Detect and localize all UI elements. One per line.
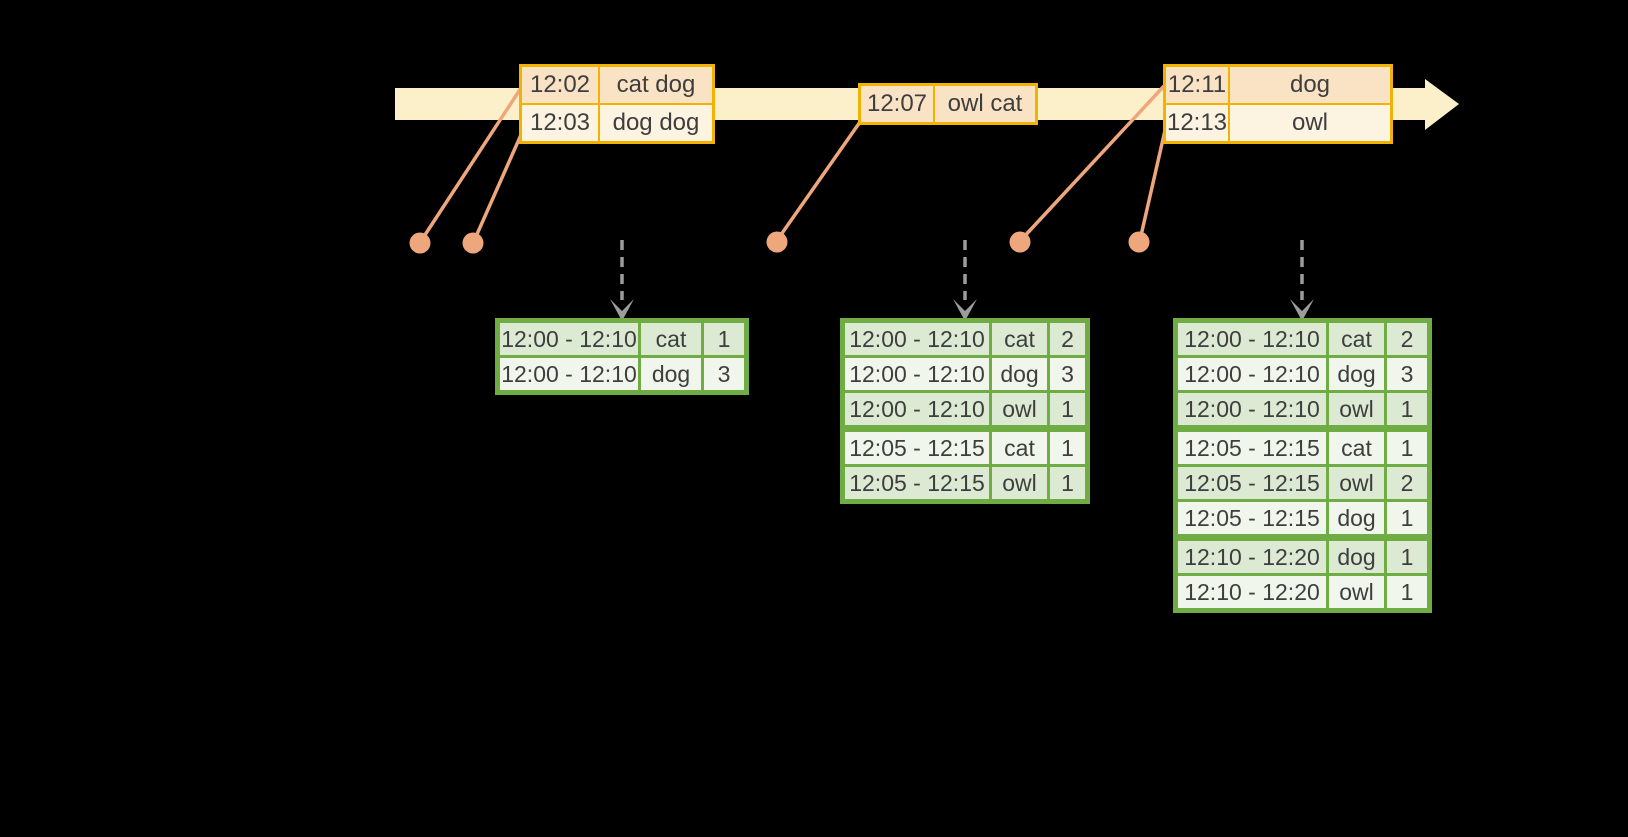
result-table-1: 12:00 - 12:10 cat 1 12:00 - 12:10 dog 3 [495, 318, 749, 395]
result-word-cell: dog [1329, 541, 1384, 573]
event-table-3: 12:11 dog 12:13 owl [1163, 64, 1393, 144]
result-window-cell: 12:10 - 12:20 [1178, 576, 1326, 608]
result-row: 12:10 - 12:20 dog 1 [1178, 541, 1427, 573]
event-time-dot [766, 231, 788, 253]
result-count-cell: 1 [1387, 541, 1427, 573]
event-time-cell: 12:07 [861, 86, 933, 122]
result-word-cell: owl [992, 393, 1047, 425]
result-window-cell: 12:10 - 12:20 [1178, 541, 1326, 573]
event-words-cell: cat dog [600, 67, 712, 103]
result-table-2: 12:00 - 12:10 cat 2 12:00 - 12:10 dog 3 … [840, 318, 1090, 504]
result-word-cell: owl [992, 467, 1047, 499]
result-count-cell: 2 [1387, 467, 1427, 499]
result-word-cell: cat [992, 432, 1047, 464]
result-count-cell: 1 [1387, 432, 1427, 464]
result-count-cell: 3 [704, 358, 744, 390]
result-window-cell: 12:05 - 12:15 [845, 432, 989, 464]
event-row: 12:03 dog dog [522, 105, 712, 141]
result-row: 12:05 - 12:15 dog 1 [1178, 502, 1427, 534]
event-row: 12:13 owl [1166, 105, 1390, 141]
result-word-cell: owl [1329, 393, 1384, 425]
result-window-cell: 12:00 - 12:10 [500, 358, 638, 390]
result-row: 12:05 - 12:15 owl 1 [845, 467, 1085, 499]
result-window-cell: 12:00 - 12:10 [1178, 393, 1326, 425]
result-window-cell: 12:00 - 12:10 [1178, 323, 1326, 355]
result-row: 12:00 - 12:10 dog 3 [1178, 358, 1427, 390]
event-words-cell: owl [1230, 105, 1390, 141]
result-row: 12:00 - 12:10 cat 2 [1178, 323, 1427, 355]
result-word-cell: cat [1329, 432, 1384, 464]
result-row: 12:00 - 12:10 owl 1 [1178, 393, 1427, 425]
result-row: 12:00 - 12:10 dog 3 [845, 358, 1085, 390]
event-row: 12:07 owl cat [861, 86, 1035, 122]
event-table-1: 12:02 cat dog 12:03 dog dog [519, 64, 715, 144]
result-count-cell: 1 [1050, 432, 1085, 464]
result-row: 12:00 - 12:10 owl 1 [845, 393, 1085, 425]
result-row: 12:05 - 12:15 owl 2 [1178, 467, 1427, 499]
event-words-cell: dog [1230, 67, 1390, 103]
event-time-cell: 12:13 [1166, 105, 1228, 141]
result-row: 12:00 - 12:10 cat 2 [845, 323, 1085, 355]
result-row: 12:05 - 12:15 cat 1 [1178, 432, 1427, 464]
result-window-cell: 12:00 - 12:10 [845, 323, 989, 355]
timeline-arrowhead [1425, 79, 1459, 130]
result-count-cell: 1 [704, 323, 744, 355]
result-count-cell: 2 [1050, 323, 1085, 355]
event-time-cell: 12:02 [522, 67, 598, 103]
event-table-2: 12:07 owl cat [858, 83, 1038, 125]
result-window-cell: 12:05 - 12:15 [1178, 432, 1326, 464]
result-word-cell: owl [1329, 467, 1384, 499]
result-word-cell: cat [641, 323, 701, 355]
result-count-cell: 1 [1050, 393, 1085, 425]
result-word-cell: dog [1329, 358, 1384, 390]
event-words-cell: owl cat [935, 86, 1035, 122]
result-window-cell: 12:05 - 12:15 [1178, 467, 1326, 499]
event-row: 12:02 cat dog [522, 67, 712, 103]
result-row: 12:00 - 12:10 dog 3 [500, 358, 744, 390]
event-connector-line [1019, 84, 1166, 242]
result-word-cell: owl [1329, 576, 1384, 608]
result-count-cell: 2 [1387, 323, 1427, 355]
event-time-cell: 12:03 [522, 105, 598, 141]
event-time-dot [409, 232, 431, 254]
result-count-cell: 1 [1050, 467, 1085, 499]
result-table-3: 12:00 - 12:10 cat 2 12:00 - 12:10 dog 3 … [1173, 318, 1432, 613]
result-window-cell: 12:05 - 12:15 [1178, 502, 1326, 534]
event-words-cell: dog dog [600, 105, 712, 141]
result-window-cell: 12:00 - 12:10 [1178, 358, 1326, 390]
result-word-cell: dog [992, 358, 1047, 390]
result-word-cell: cat [1329, 323, 1384, 355]
event-connector-line [472, 127, 526, 242]
event-row: 12:11 dog [1166, 67, 1390, 103]
result-count-cell: 1 [1387, 393, 1427, 425]
result-count-cell: 1 [1387, 576, 1427, 608]
event-time-dot [1009, 231, 1031, 253]
result-row: 12:00 - 12:10 cat 1 [500, 323, 744, 355]
result-window-cell: 12:00 - 12:10 [500, 323, 638, 355]
result-word-cell: dog [641, 358, 701, 390]
result-window-cell: 12:00 - 12:10 [845, 358, 989, 390]
event-connector-line [419, 87, 523, 242]
result-word-cell: cat [992, 323, 1047, 355]
result-count-cell: 1 [1387, 502, 1427, 534]
result-window-cell: 12:05 - 12:15 [845, 467, 989, 499]
event-time-cell: 12:11 [1166, 67, 1228, 103]
event-time-dot [462, 232, 484, 254]
result-row: 12:10 - 12:20 owl 1 [1178, 576, 1427, 608]
result-word-cell: dog [1329, 502, 1384, 534]
result-window-cell: 12:00 - 12:10 [845, 393, 989, 425]
result-count-cell: 3 [1050, 358, 1085, 390]
result-count-cell: 3 [1387, 358, 1427, 390]
result-row: 12:05 - 12:15 cat 1 [845, 432, 1085, 464]
event-connector-line [776, 120, 862, 241]
event-time-dot [1128, 231, 1150, 253]
